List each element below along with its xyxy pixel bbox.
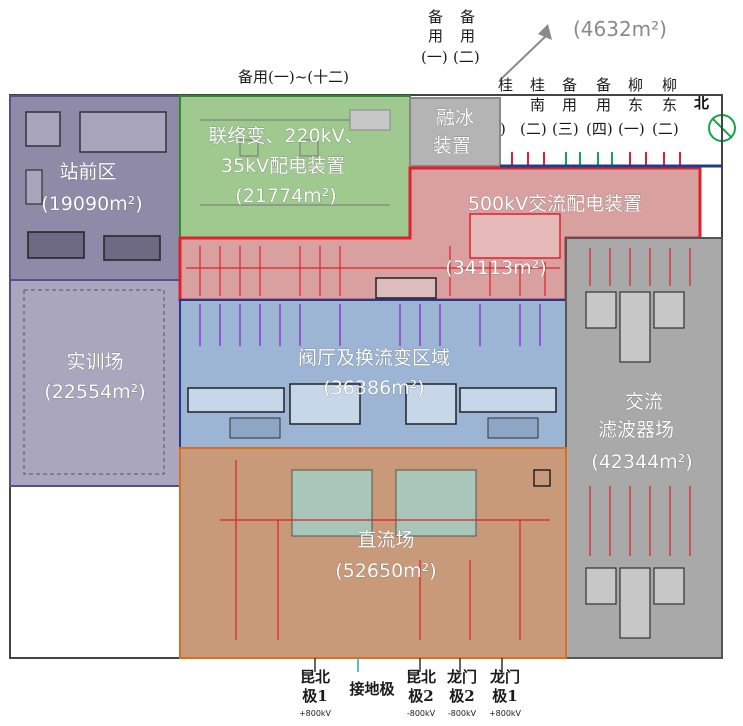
bottom-line-3-kv: -800kV (407, 709, 436, 718)
top-line-6-c3: (四) (586, 120, 613, 138)
north-label: 北 (694, 94, 709, 112)
valve-hall-aux-right (487, 417, 539, 439)
top-line-5-c2: 用 (562, 96, 577, 114)
bottom-line-4-name: 龙门 (446, 668, 477, 686)
callout-arrow (499, 33, 549, 81)
dc-outgoing-lines (314, 658, 503, 672)
top-line-1-c3: (一) (421, 48, 448, 66)
top-line-7-c1: 柳 (628, 76, 643, 94)
ac500-bus-area (469, 213, 561, 259)
label-ac-filter-area: (42344m²) (591, 451, 692, 473)
bottom-line-1-pole: 极1 (302, 687, 327, 705)
top-line-3-c3: ) (500, 120, 506, 138)
label-dc-yard-area: (52650m²) (335, 560, 436, 582)
label-station-front: 站前区 (59, 161, 116, 183)
station-building (25, 169, 43, 205)
top-line-8-c3: (二) (652, 120, 679, 138)
top-line-8-c2: 东 (662, 96, 677, 114)
top-line-4-c3: (二) (520, 120, 547, 138)
top-line-2-c1: 备 (460, 8, 475, 26)
top-line-1-c1: 备 (428, 8, 443, 26)
zone-deicing (409, 97, 501, 167)
top-line-7-c3: (一) (618, 120, 645, 138)
label-valve-hall: 阀厅及换流变区域 (298, 347, 450, 369)
label-ac500: 500kV交流配电装置 (468, 193, 642, 215)
ac-filter-block (619, 567, 651, 639)
substation-equipment (200, 109, 391, 206)
bottom-line-2-name: 接地极 (349, 680, 395, 698)
label-ac500-area: (34113m²) (445, 257, 546, 279)
valve-hall-building-left (187, 387, 285, 413)
top-line-2-c3: (二) (453, 48, 480, 66)
dc-yard-red-circuits (220, 460, 550, 640)
station-building (79, 111, 167, 153)
main-control-building (375, 277, 437, 299)
bottom-line-3-name: 昆北 (406, 668, 436, 686)
label-deicing: 融冰 (436, 107, 474, 129)
top-line-5-c3: (三) (552, 120, 579, 138)
top-line-6-c2: 用 (596, 96, 611, 114)
bottom-line-1-name: 昆北 (300, 668, 330, 686)
top-line-6-c1: 备 (596, 76, 611, 94)
ac-filter-red-bays (589, 248, 691, 556)
dc-yard-right-platform (395, 469, 477, 537)
label-substation-2: 35kV配电装置 (221, 155, 345, 177)
top-line-1-c2: 用 (428, 27, 443, 45)
label-substation: 联络变、220kV、 (208, 125, 363, 147)
ac-filter-block (585, 567, 617, 605)
station-building (25, 111, 61, 147)
bottom-line-4-pole: 极2 (449, 687, 474, 705)
label-ac-filter: 交流 (625, 391, 663, 413)
top-line-7-c2: 东 (628, 96, 643, 114)
callout-arrowhead (538, 24, 552, 40)
label-training-area: (22554m²) (44, 381, 145, 403)
dc-yard-left-platform (291, 469, 373, 537)
ac-filter-block (653, 291, 685, 329)
bottom-line-3-pole: 极2 (408, 687, 433, 705)
top-line-4-c1: 桂 (530, 76, 545, 94)
top-line-8-c1: 柳 (662, 76, 677, 94)
training-inner-field (23, 289, 165, 475)
station-building (27, 231, 85, 259)
bottom-line-4-kv: -800kV (448, 709, 477, 718)
top-line-5-c1: 备 (562, 76, 577, 94)
zone-dc-yard (179, 447, 567, 659)
label-substation-area: (21774m²) (235, 185, 336, 207)
ac-filter-block (619, 291, 651, 363)
top-line-2-c2: 用 (460, 27, 475, 45)
valve-hall-building-center-right (405, 383, 457, 425)
bottom-line-5-kv: +800kV (489, 709, 522, 718)
label-deicing-2: 装置 (433, 135, 471, 157)
ac-filter-block (653, 567, 685, 605)
bottom-line-1-kv: +800kV (299, 709, 332, 718)
label-training: 实训场 (66, 351, 123, 373)
label-ac-filter-2: 滤波器场 (598, 419, 674, 441)
top-line-names: 备 用 (一) 备 用 (二) 桂 ) 桂 南 (二) 备 用 (三) 备 用 … (421, 8, 679, 138)
valve-hall-building-right (459, 387, 557, 413)
valve-hall-building-center-left (289, 383, 361, 425)
ac-filter-block (585, 291, 617, 329)
label-station-front-area: (19090m²) (41, 193, 142, 215)
zone-training (9, 279, 181, 487)
dc-yard-building (533, 469, 551, 487)
deicing-area-callout: (4632m²) (573, 17, 667, 41)
valve-hall-purple-bays (199, 304, 541, 346)
spare-lines-label: 备用(一)~(十二) (238, 68, 349, 86)
bottom-line-5-pole: 极1 (492, 687, 517, 705)
label-valve-hall-area: (36386m²) (323, 377, 424, 399)
valve-hall-aux-left (229, 417, 281, 439)
top-line-4-c2: 南 (530, 96, 545, 114)
bottom-line-5-name: 龙门 (489, 668, 520, 686)
label-dc-yard: 直流场 (357, 529, 414, 551)
ac500-bays (186, 246, 560, 296)
top-line-3-c1: 桂 (498, 76, 513, 94)
station-building (103, 235, 161, 261)
